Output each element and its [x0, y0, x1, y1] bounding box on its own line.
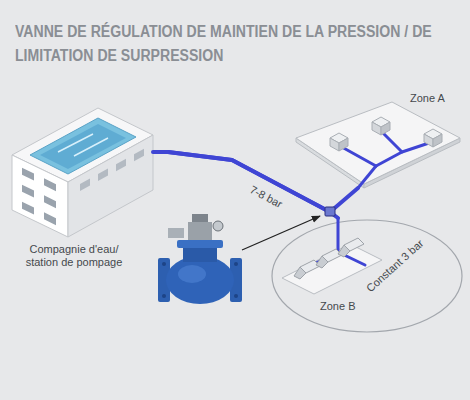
pipe-segment: [153, 150, 168, 154]
node-shape: [270, 218, 464, 334]
platform: [296, 102, 460, 184]
valve-bolt: [162, 262, 166, 266]
valve-bolt: [234, 262, 238, 266]
building-window: [22, 202, 34, 215]
pressure-label: 7-8 bar: [248, 183, 285, 211]
pipe-segment: [337, 218, 340, 252]
house-side: [424, 134, 433, 147]
zone-label: Zone A: [410, 92, 445, 105]
diagram-title: VANNE DE RÉGULATION DE MAINTIEN DE LA PR…: [15, 20, 455, 68]
valve-illustration: [158, 214, 242, 304]
valve-cover: [177, 240, 223, 248]
valve-marker: [325, 207, 335, 216]
valve-cap: [192, 214, 208, 222]
valve-actuator: [188, 222, 212, 240]
valve-gauge: [213, 221, 223, 231]
house-side: [381, 122, 390, 135]
building-window: [98, 169, 108, 182]
zone-ellipse-group: Zone B Constant 3 bar: [270, 218, 464, 334]
building-window: [44, 212, 56, 225]
house-side: [372, 122, 381, 135]
building-face: [12, 155, 68, 237]
house-roof: [300, 260, 320, 273]
pipe-segment: [358, 166, 376, 188]
valve-neck: [183, 246, 217, 262]
zone-platform: Zone A: [292, 88, 464, 188]
house-side: [330, 138, 339, 151]
house-side: [339, 138, 348, 151]
pipe-segment: [340, 146, 376, 166]
valve-bolt: [234, 294, 238, 298]
valve-bolt: [162, 294, 166, 298]
valve-pilot: [168, 228, 184, 238]
building-window: [80, 179, 90, 192]
leader-line: [242, 216, 320, 250]
pipe-segment: [376, 132, 402, 166]
building-window: [44, 195, 56, 208]
building-window: [22, 168, 34, 181]
station-label: Compagnie d'eau/ station de pompage: [14, 243, 134, 269]
water-pipe: [168, 152, 338, 218]
pumping-station: Compagnie d'eau/ station de pompage: [8, 100, 168, 272]
zone-label: Zone B: [320, 300, 355, 313]
building-window: [22, 185, 34, 198]
pressure-label: Constant 3 bar: [364, 237, 426, 295]
house-side: [433, 134, 442, 147]
zone-ellipse: [272, 220, 462, 332]
building-window: [44, 178, 56, 191]
valve-highlight: [178, 265, 206, 283]
water-streak: [74, 138, 108, 156]
water-tank: [30, 118, 136, 174]
building-face: [68, 135, 153, 237]
building-window: [134, 149, 144, 162]
valve-body: [166, 256, 234, 304]
house-roof: [322, 249, 342, 262]
house-roof: [344, 238, 364, 251]
building-window: [116, 159, 126, 172]
